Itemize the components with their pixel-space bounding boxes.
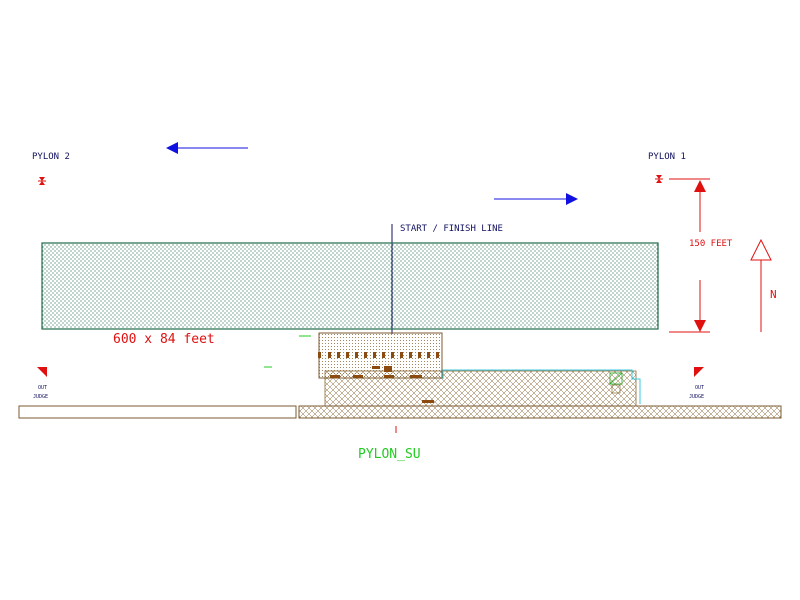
road-west (18, 405, 297, 419)
out-judge-left-icon (37, 367, 47, 377)
westward-arrow (166, 142, 248, 154)
out-judge-right-icon (694, 367, 704, 377)
shelter-icon (609, 372, 623, 385)
out-judge-left-label-2: JUDGE (33, 394, 48, 400)
pylon-2-icon (38, 177, 46, 185)
road-east (298, 405, 782, 419)
out-judge-left-label-1: OUT (38, 385, 47, 391)
north-arrow-icon (750, 238, 772, 332)
distance-dimension (669, 178, 710, 333)
fence-line (442, 369, 641, 404)
parking-markers (318, 352, 439, 403)
shelter-hatch (609, 372, 623, 385)
pylon-2-label: PYLON 2 (32, 152, 70, 162)
north-label: N (770, 288, 777, 301)
out-judge-right-label-1: OUT (695, 385, 704, 391)
pylon-su-label: PYLON_SU (358, 447, 421, 462)
pylon-1-label: PYLON 1 (648, 152, 686, 162)
eastward-arrow (494, 193, 578, 205)
out-judge-right-label-2: JUDGE (689, 394, 704, 400)
distance-label: 150 FEET (689, 239, 733, 249)
shelter-base (611, 384, 621, 394)
flying-field (41, 242, 659, 330)
pylon-1-icon (655, 175, 663, 183)
start-finish-label: START / FINISH LINE (400, 224, 503, 234)
field-size-label: 600 x 84 feet (113, 332, 215, 347)
